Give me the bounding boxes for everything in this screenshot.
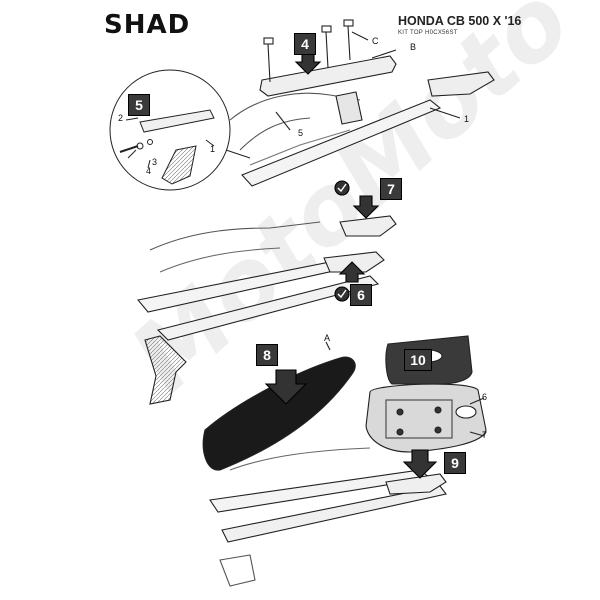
step-badge-8: 8	[256, 344, 278, 366]
brand-logo: SHAD	[104, 10, 191, 40]
callout-a: A	[324, 333, 331, 343]
callout-1: 1	[464, 114, 470, 124]
panel-1-rack	[229, 19, 495, 187]
step-badge-10: 10	[404, 349, 432, 371]
detail-circle-5	[109, 69, 251, 191]
callout-7: 7	[482, 430, 488, 440]
step-badge-4: 4	[294, 33, 316, 55]
callout-3: 3	[152, 157, 158, 167]
callout-4: 4	[146, 166, 152, 176]
panel-2-brackets	[136, 180, 397, 405]
step-badge-5: 5	[128, 94, 150, 116]
panel-3-plate	[202, 335, 487, 587]
model-title: HONDA CB 500 X '16	[398, 14, 522, 28]
callout-b: B	[410, 42, 417, 52]
callout-5: 5	[298, 128, 304, 138]
step-badge-6: 6	[350, 284, 372, 306]
callout-2: 2	[118, 113, 124, 123]
step-badge-9: 9	[444, 452, 466, 474]
kit-code: KIT TOP H0CX56ST	[398, 30, 458, 36]
step-badge-7: 7	[380, 178, 402, 200]
callout-c: C	[372, 36, 379, 46]
bolts-c	[263, 19, 354, 83]
callout-6: 6	[482, 392, 488, 402]
callout-1-detail: 1	[210, 144, 216, 154]
